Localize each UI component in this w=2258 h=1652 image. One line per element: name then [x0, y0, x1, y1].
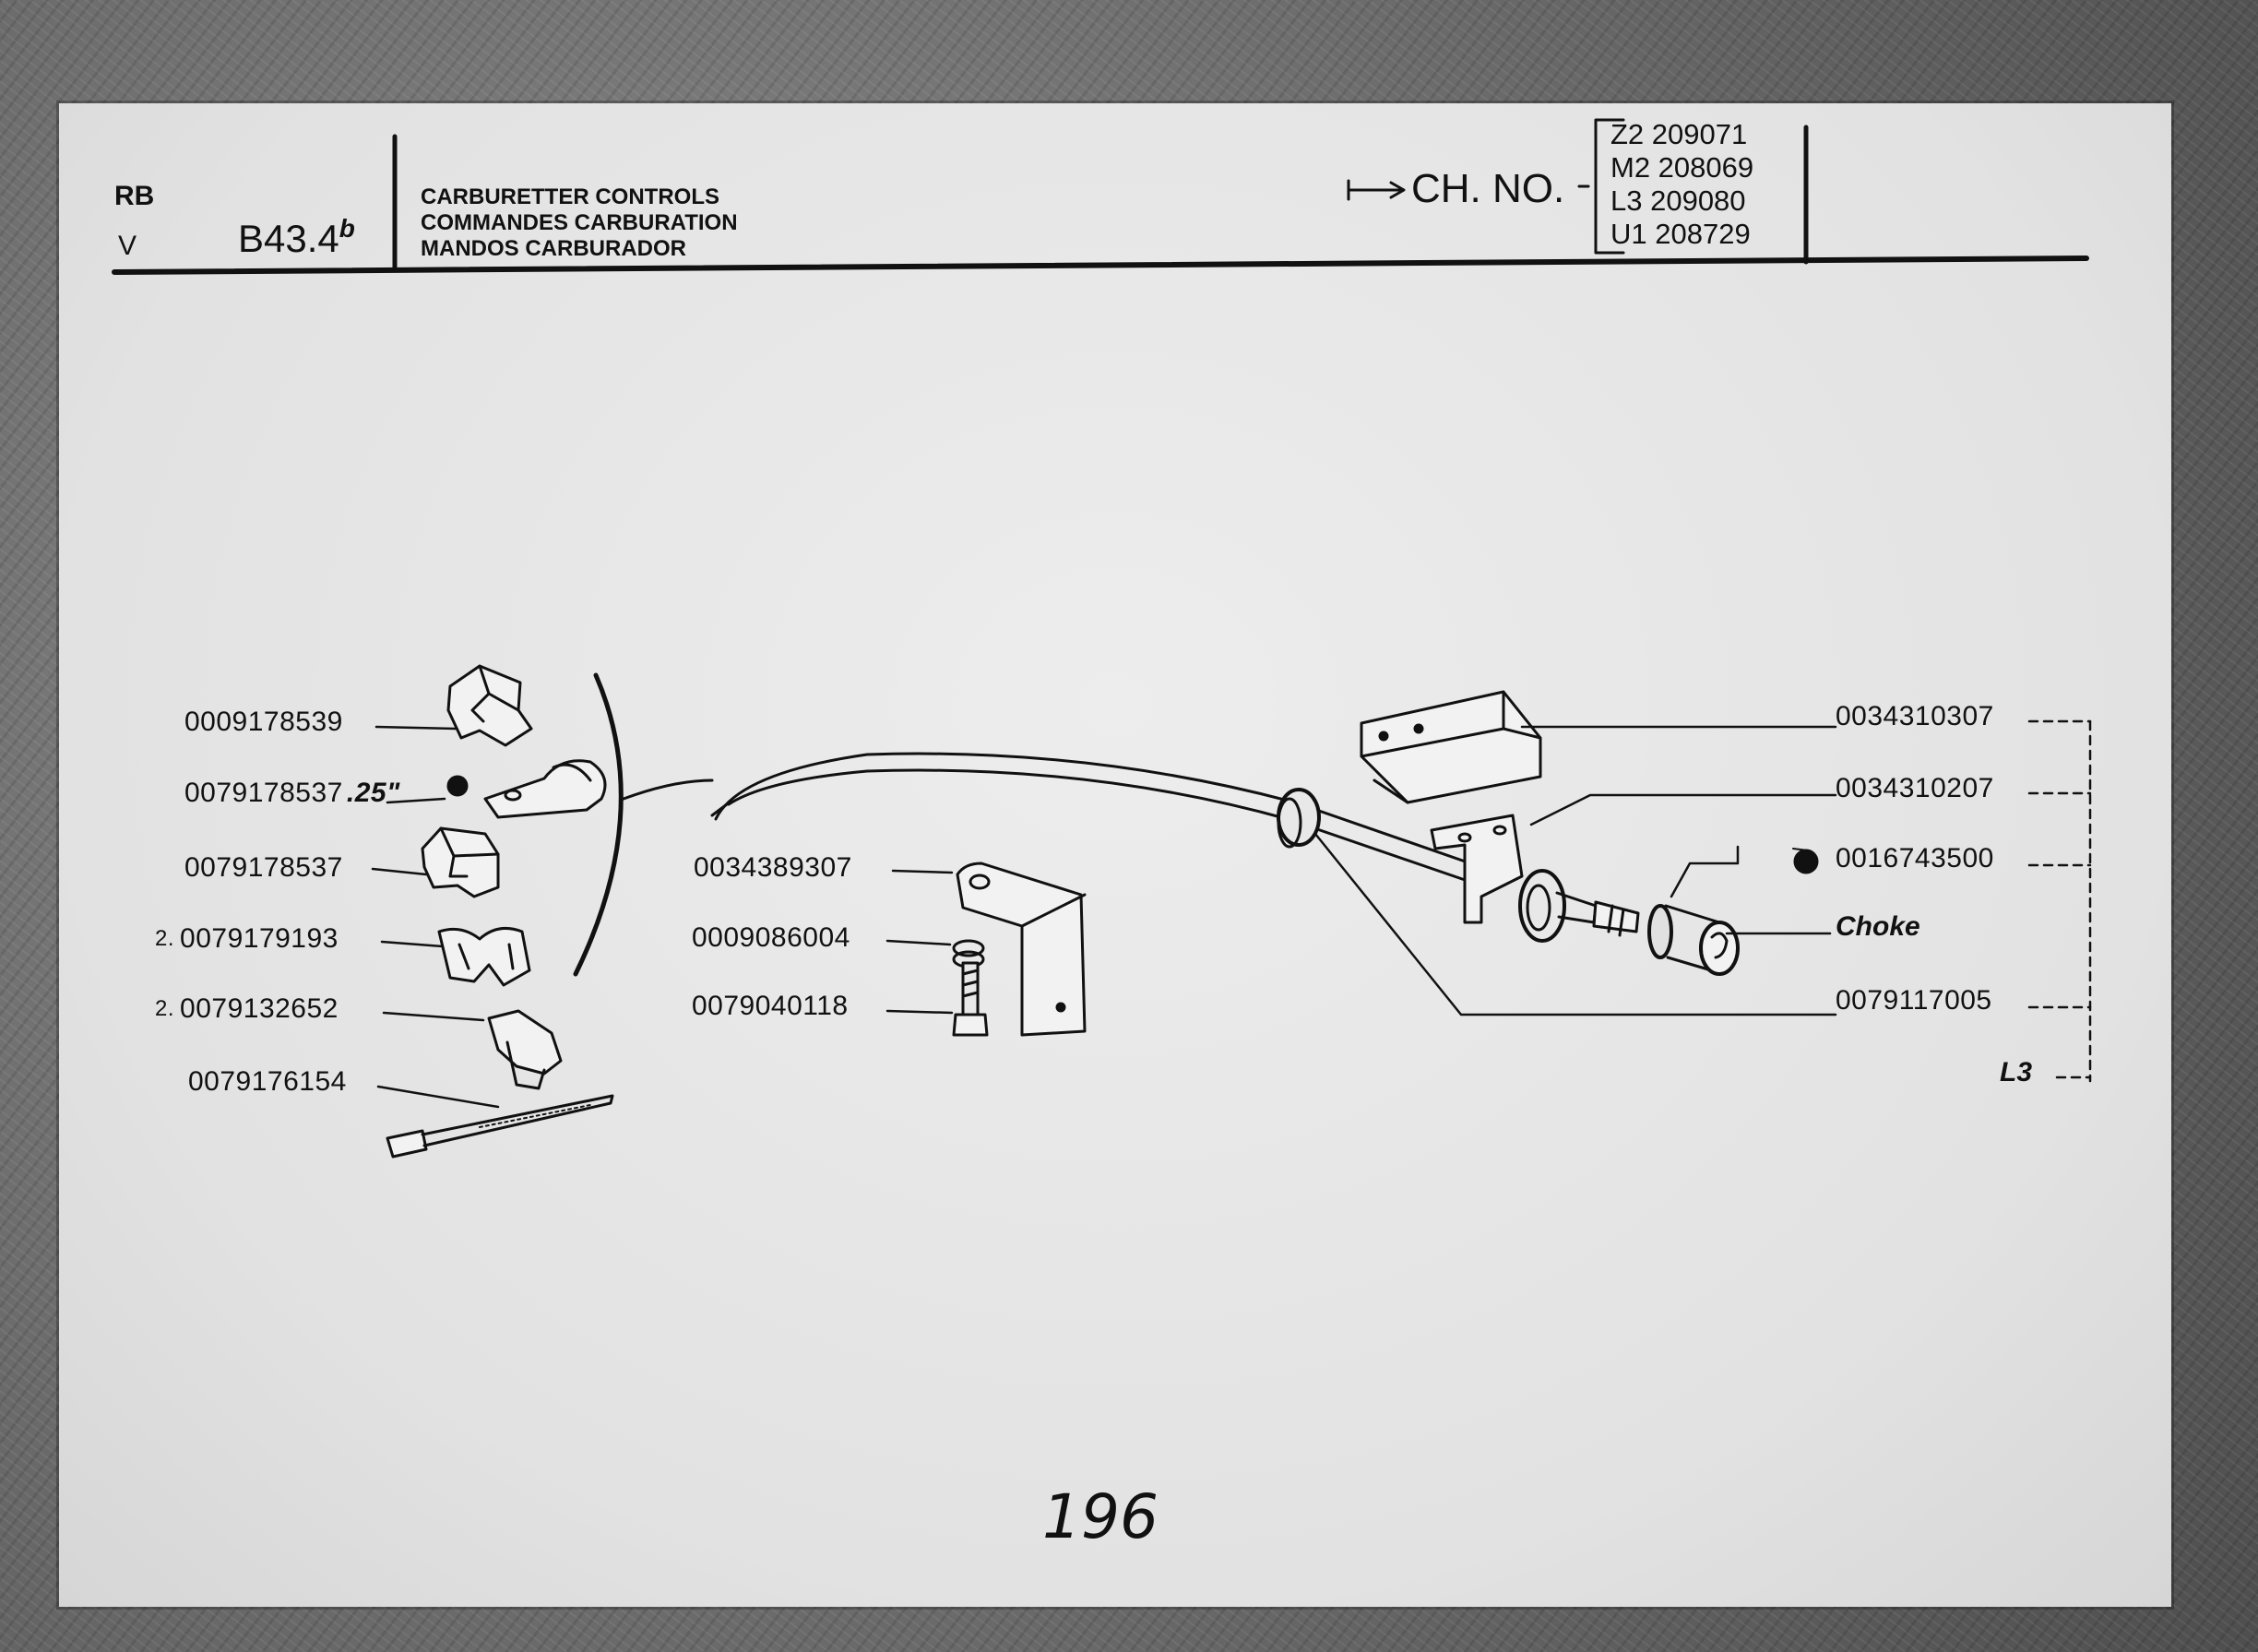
- bracket-0034389307-icon: [956, 862, 1087, 1037]
- black-dot-icon: [446, 775, 469, 797]
- title-french: COMMANDES CARBURATION: [421, 210, 738, 235]
- part-label-center-1: 0034389307: [694, 852, 852, 883]
- chassis-number-list: Z2 209071 M2 208069 L3 209080 U1 208729: [1610, 118, 1753, 251]
- make-code: RB: [114, 181, 155, 211]
- plate-ref-suffix: b: [339, 214, 355, 243]
- part-label-right-3: 0016743500: [1836, 843, 1994, 874]
- part-label-left-3: 0079178537: [184, 852, 343, 883]
- bracket-0034310207-icon: [1430, 814, 1524, 924]
- part-label-center-3: 0079040118: [692, 991, 849, 1021]
- leader-0079117005: [1313, 832, 1837, 1016]
- grommet-icon: [1277, 788, 1321, 849]
- black-dot-icon: [1793, 849, 1819, 874]
- title-english: CARBURETTER CONTROLS: [421, 184, 719, 209]
- catalogue-sheet: [59, 103, 2171, 1607]
- title-spanish: MANDOS CARBURADOR: [421, 236, 686, 261]
- clip-0079178537-icon: [421, 826, 500, 898]
- p-clip-0079178537-icon: [483, 759, 607, 819]
- page-number: 196: [1042, 1481, 1159, 1552]
- part-label-left-2: 0079178537.25": [184, 778, 400, 808]
- part-label-right-2: 0034310207: [1836, 773, 1994, 803]
- part-label-left-5: 2.0079132652: [155, 993, 339, 1024]
- part-label-variant-l3: L3: [2000, 1057, 2033, 1087]
- chassis-number-m2: M2 208069: [1610, 151, 1754, 184]
- variant-dashed-bracket: [2027, 719, 2092, 1083]
- leader-lines-left: [371, 725, 500, 1109]
- leader-dot: [1792, 848, 1809, 851]
- group-bracket-arc: [573, 672, 624, 977]
- part-qty: 2.: [155, 926, 175, 951]
- part-label-left-4: 2.0079179193: [155, 923, 339, 954]
- section-title-block: CARBURETTER CONTROLS COMMANDES CARBURATI…: [421, 184, 738, 262]
- chassis-number-u1: U1 208729: [1610, 218, 1751, 250]
- header-rules: [112, 118, 2089, 275]
- part-qty: 2.: [155, 996, 175, 1021]
- leader-lines-center: [885, 869, 954, 1015]
- choke-knob-assembly: [1518, 869, 1740, 976]
- part-label-center-2: 0009086004: [692, 922, 850, 953]
- part-label-right-5: 0079117005: [1836, 985, 1992, 1016]
- clip-0079179193-icon: [437, 926, 531, 987]
- part-label-left-6: 0079176154: [188, 1066, 347, 1097]
- leader-0016743500: [1670, 845, 1740, 898]
- chassis-number-z2: Z2 209071: [1610, 118, 1748, 150]
- chassis-arrow-icon: [1347, 179, 1406, 201]
- bracket-0034310307-icon: [1360, 690, 1542, 804]
- plate-reference: B43.4b: [238, 214, 355, 261]
- part-label-choke: Choke: [1836, 911, 1920, 942]
- clip-0009178539-icon: [446, 664, 533, 747]
- plate-ref-number: B43.4: [238, 217, 339, 260]
- choke-cable: [622, 752, 1478, 884]
- leader-0034310207: [1529, 793, 1837, 826]
- part-label-right-1: 0034310307: [1836, 701, 1994, 731]
- version-code: V: [118, 231, 137, 261]
- clip-0079132652-icon: [487, 1009, 563, 1090]
- part-label-left-1: 0009178539: [184, 707, 343, 737]
- chassis-number-l3: L3 209080: [1610, 184, 1746, 217]
- chassis-label: CH. NO.: [1411, 166, 1565, 211]
- bolt-0079040118-icon: [952, 961, 989, 1037]
- cable-tie-0079176154-icon: [386, 1094, 614, 1159]
